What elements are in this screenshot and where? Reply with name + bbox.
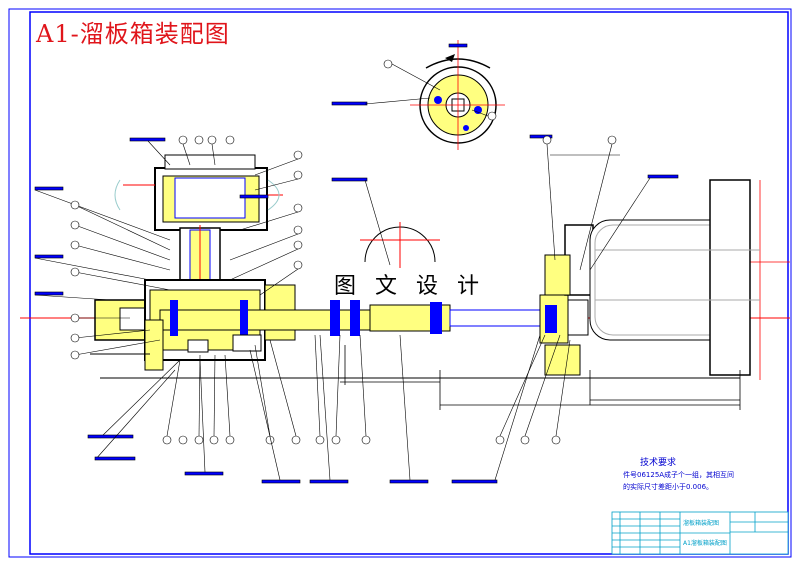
upper-housing bbox=[114, 154, 283, 231]
title-block bbox=[611, 511, 789, 555]
shaft-assembly bbox=[90, 224, 740, 379]
tech-notes-line-2: 的实际尺寸差距小于0.006。 bbox=[623, 483, 714, 491]
watermark-text: 图 文 设 计 bbox=[330, 268, 489, 300]
callouts-left bbox=[34, 186, 181, 461]
dimension-lines bbox=[340, 345, 741, 410]
drawing-border bbox=[29, 11, 789, 555]
top-detail-view bbox=[410, 40, 505, 150]
callouts-right bbox=[529, 134, 679, 271]
callouts-top bbox=[129, 43, 497, 296]
title-block-sub: A1溜板箱装配图 bbox=[683, 540, 727, 547]
tech-notes-line-1: 件号06125A成子个一组，其相互间 bbox=[623, 471, 735, 479]
tech-notes-heading: 技术要求 bbox=[640, 458, 677, 468]
drawing-title: A1-溜板箱装配图 bbox=[36, 20, 230, 48]
right-motor bbox=[589, 179, 760, 376]
title-block-name: 溜板箱装配图 bbox=[683, 520, 720, 527]
gauge-arc bbox=[360, 222, 440, 275]
callouts-bottom bbox=[162, 334, 571, 484]
